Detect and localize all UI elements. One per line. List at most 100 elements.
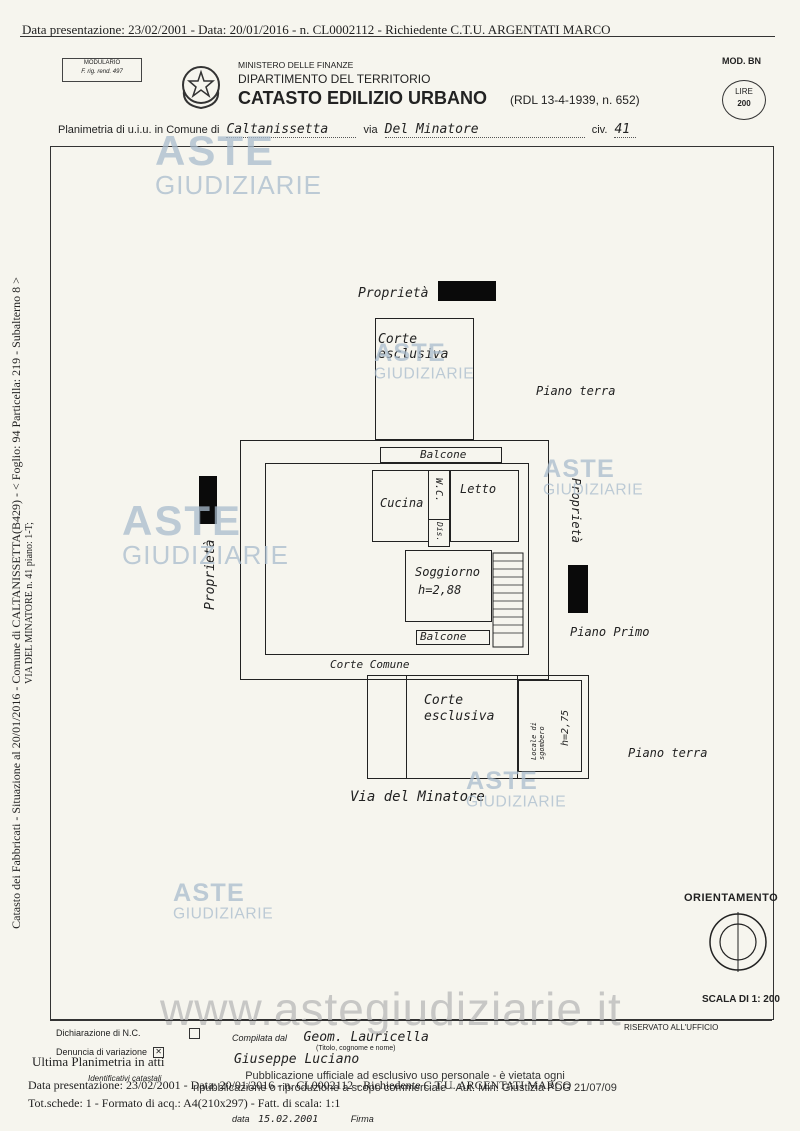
piano-terra-label-2: Piano terra bbox=[628, 746, 708, 760]
publication-note-line-2: ripubblicazione o riproduzione a scopo c… bbox=[193, 1082, 617, 1094]
lire-label: LIRE bbox=[735, 87, 753, 96]
watermark-aste: ASTE bbox=[173, 878, 246, 907]
watermark-aste-giudiziarie: ASTE GIUDIZIARIE bbox=[155, 127, 323, 200]
staircase-icon bbox=[492, 552, 524, 648]
locale-sgombero-height: h=2,75 bbox=[560, 709, 571, 746]
compass-icon bbox=[709, 912, 767, 972]
proprieta-top-label: Proprietà bbox=[358, 286, 429, 301]
soggiorno-room bbox=[405, 550, 492, 622]
disimpegno-label: Dis. bbox=[435, 522, 444, 542]
watermark-giudiziarie: GIUDIZIARIE bbox=[543, 480, 644, 498]
watermark-giudiziarie: GIUDIZIARIE bbox=[466, 792, 567, 810]
watermark-giudiziarie: GIUDIZIARIE bbox=[122, 540, 290, 570]
redaction-block bbox=[199, 476, 217, 524]
corte-esclusiva-bottom-label: Corte esclusiva bbox=[424, 693, 495, 724]
letto-label: Letto bbox=[460, 482, 497, 496]
modulario-sub: F. rig. rend. 497 bbox=[81, 69, 123, 75]
watermark-aste: ASTE bbox=[466, 766, 539, 795]
planimetria-prefix: Planimetria di u.i.u. in Comune di bbox=[58, 124, 220, 136]
footer-rule bbox=[50, 1020, 772, 1021]
balcone-top-label: Balcone bbox=[420, 448, 467, 461]
department-label: DIPARTIMENTO DEL TERRITORIO bbox=[238, 72, 431, 86]
side-cadastral-text: Catasto dei Fabbricati - Situazione al 2… bbox=[9, 273, 35, 933]
data-firma-line: data 15.02.2001 Firma bbox=[232, 1114, 374, 1125]
compilatore-note: (Titolo, cognome e nome) bbox=[316, 1045, 396, 1052]
corte-comune-label: Corte Comune bbox=[330, 658, 410, 671]
denuncia-label: Denuncia di variazione bbox=[56, 1047, 148, 1058]
watermark-giudiziarie: GIUDIZIARIE bbox=[155, 170, 323, 200]
watermark-giudiziarie: GIUDIZIARIE bbox=[173, 904, 274, 922]
mod-label: MOD. BN bbox=[722, 56, 761, 66]
ministry-label: MINISTERO DELLE FINANZE bbox=[238, 60, 354, 70]
compilatore-name-1: Geom. Lauricella bbox=[303, 1030, 429, 1045]
redaction-block bbox=[438, 281, 496, 301]
compilatore-name-2: Giuseppe Luciano bbox=[234, 1052, 360, 1067]
watermark-aste: ASTE bbox=[543, 454, 616, 483]
balcone-bottom-room bbox=[416, 630, 490, 645]
planimetria-line: Planimetria di u.i.u. in Comune di Calta… bbox=[58, 122, 640, 138]
building-outline bbox=[240, 440, 549, 680]
header-rule bbox=[20, 36, 775, 37]
street-label: Via del Minatore bbox=[350, 789, 485, 805]
data-value: 15.02.2001 bbox=[258, 1114, 319, 1125]
watermark-aste-giudiziarie: ASTE GIUDIZIARIE bbox=[122, 497, 290, 570]
civ-value: 41 bbox=[614, 122, 637, 138]
modulario-label: MODULARIO bbox=[83, 60, 121, 66]
watermark-giudiziarie: GIUDIZIARIE bbox=[374, 364, 475, 382]
civ-label: civ. bbox=[591, 124, 608, 136]
apartment-inner-outline bbox=[265, 463, 529, 655]
watermark-aste: ASTE bbox=[122, 497, 243, 544]
identificativi-label: Identificativi catastali bbox=[88, 1074, 162, 1083]
letto-room bbox=[450, 470, 519, 542]
soggiorno-height: h=2,88 bbox=[418, 583, 462, 597]
lire-stamp: LIRE 200 bbox=[722, 80, 766, 120]
modulario-box: MODULARIO F. rig. rend. 497 bbox=[62, 58, 142, 82]
piano-terra-label-1: Piano terra bbox=[536, 384, 616, 398]
locale-sgombero-room bbox=[518, 680, 582, 772]
via-value: Del Minatore bbox=[384, 122, 585, 138]
dichiarazione-checkbox[interactable] bbox=[188, 1028, 200, 1040]
wc-label: W.C. bbox=[433, 478, 444, 503]
balcone-top-room bbox=[380, 447, 502, 463]
republic-emblem-icon bbox=[182, 66, 220, 110]
watermark-aste-giudiziarie: ASTE GIUDIZIARIE bbox=[543, 456, 643, 497]
side-text-line-2: VIA DEL MINATORE n. 41 piano: 1-T; bbox=[24, 522, 35, 684]
footer-data-line: Data presentazione: 23/02/2001 - Data: 2… bbox=[28, 1078, 572, 1092]
via-label: via bbox=[363, 124, 378, 136]
disimpegno-room bbox=[428, 519, 450, 547]
watermark-aste: ASTE bbox=[155, 127, 276, 174]
locale-sgombero-label: Locale di sgombero bbox=[530, 722, 546, 760]
catasto-reference: (RDL 13-4-1939, n. 652) bbox=[510, 93, 640, 107]
publication-note: Pubblicazione ufficiale ad esclusivo uso… bbox=[170, 1070, 640, 1094]
corte-esclusiva-bottom-room bbox=[406, 675, 518, 779]
site-watermark: www.astegiudiziarie.it bbox=[160, 983, 622, 1035]
balcone-bottom-label: Balcone bbox=[420, 630, 467, 643]
lire-value: 200 bbox=[737, 99, 751, 108]
comune-value: Caltanissetta bbox=[226, 122, 357, 138]
scale-label: SCALA DI 1: 200 bbox=[702, 994, 780, 1005]
plan-frame bbox=[50, 146, 774, 1020]
soggiorno-label: Soggiorno bbox=[415, 565, 481, 579]
dichiarazione-label: Dichiarazione di N.C. bbox=[56, 1028, 141, 1038]
watermark-aste-giudiziarie: ASTE GIUDIZIARIE bbox=[374, 340, 474, 381]
footer-tot-line: Tot.schede: 1 - Formato di acq.: A4(210x… bbox=[28, 1096, 341, 1110]
redaction-block bbox=[568, 565, 588, 613]
ultima-planimetria-label: Ultima Planimetria in atti bbox=[32, 1054, 165, 1069]
side-text-line-1: Catasto dei Fabbricati - Situazione al 2… bbox=[9, 277, 23, 929]
catasto-title: CATASTO EDILIZIO URBANO bbox=[238, 88, 487, 108]
riservato-label: RISERVATO ALL'UFFICIO bbox=[624, 1023, 719, 1032]
denuncia-checkbox[interactable]: ✕ bbox=[153, 1047, 165, 1059]
piano-primo-label: Piano Primo bbox=[570, 625, 650, 639]
watermark-aste: ASTE bbox=[374, 338, 447, 367]
compilata-label: Compilata dal bbox=[232, 1033, 288, 1043]
header-top-line: Data presentazione: 23/02/2001 - Data: 2… bbox=[22, 22, 611, 37]
compilata-block: Compilata dal Geom. Lauricella (Titolo, … bbox=[232, 1030, 429, 1067]
corte-esclusiva-top-label: Corte esclusiva bbox=[378, 332, 449, 362]
watermark-aste-giudiziarie: ASTE GIUDIZIARIE bbox=[173, 880, 273, 921]
publication-note-line-1: Pubblicazione ufficiale ad esclusivo uso… bbox=[245, 1070, 565, 1082]
cucina-label: Cucina bbox=[380, 496, 424, 510]
data-label: data bbox=[232, 1114, 250, 1124]
watermark-aste-giudiziarie: ASTE GIUDIZIARIE bbox=[466, 768, 566, 809]
firma-label: Firma bbox=[350, 1114, 374, 1124]
orientamento-label: ORIENTAMENTO bbox=[684, 892, 779, 904]
